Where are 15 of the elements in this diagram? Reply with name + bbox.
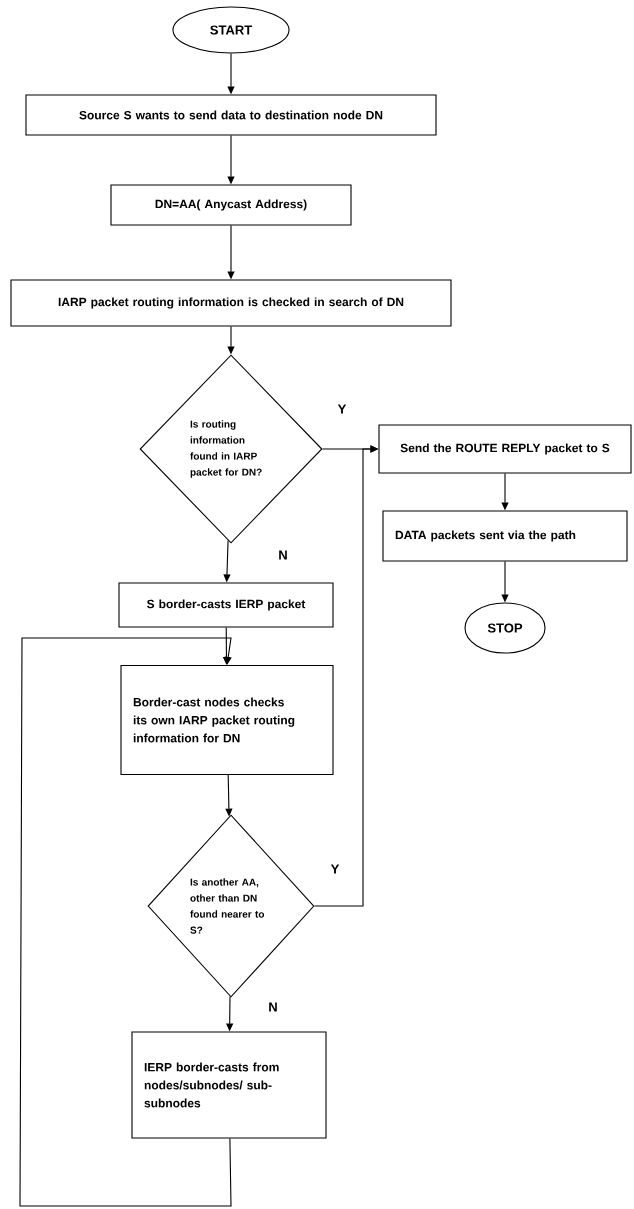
edge-label: N [277, 549, 289, 561]
arrow [19, 637, 232, 1207]
process-box: DATA packets sent via the path [382, 510, 628, 562]
process-box: Source S wants to send data to destination node DN [25, 94, 437, 136]
start-oval: START [172, 6, 290, 54]
process-box: S border-casts IERP packet [118, 582, 334, 628]
edge-label: N [267, 1001, 279, 1013]
process-box: IARP packet routing information is checked in search of DN [10, 279, 452, 327]
process-box: Send the ROUTE REPLY packet to S [378, 424, 632, 474]
edge-label: Y [336, 403, 348, 415]
edge-label: Y [329, 863, 341, 875]
process-box: IERP border-casts from nodes/subnodes/ sub-subnodes [131, 1031, 327, 1139]
process-box: DN=AA( Anycast Address) [110, 184, 352, 226]
process-box: Border-cast nodes checks its own IARP packet routing information for DN [120, 664, 334, 776]
stop-oval: STOP [464, 602, 546, 654]
